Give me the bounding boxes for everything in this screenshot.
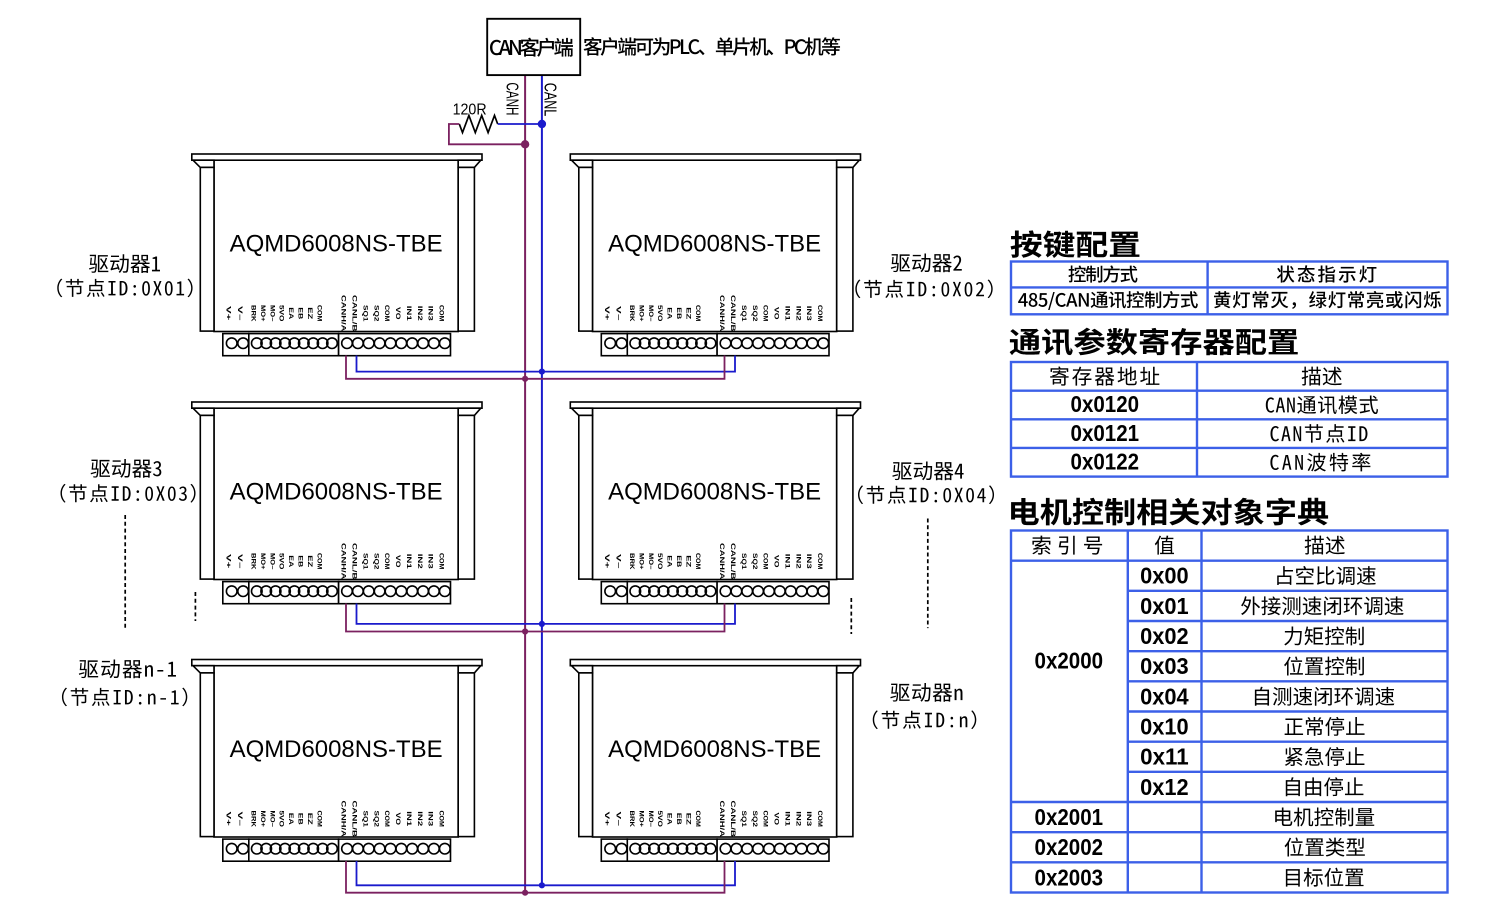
svg-text:0x2003: 0x2003 xyxy=(1035,864,1104,890)
svg-text:0x0122: 0x0122 xyxy=(1071,449,1140,475)
svg-text:0x0120: 0x0120 xyxy=(1071,391,1140,417)
svg-text:0x04: 0x04 xyxy=(1140,683,1189,709)
svg-text:120R: 120R xyxy=(453,101,487,118)
svg-text:0x03: 0x03 xyxy=(1140,653,1189,679)
svg-text:0x02: 0x02 xyxy=(1140,623,1189,649)
svg-text:0x2000: 0x2000 xyxy=(1035,648,1104,674)
svg-text:0x01: 0x01 xyxy=(1140,593,1189,619)
svg-text:0x11: 0x11 xyxy=(1140,744,1189,770)
svg-text:CANL: CANL xyxy=(540,83,560,117)
svg-text:CANH: CANH xyxy=(502,82,522,115)
svg-text:0x0121: 0x0121 xyxy=(1071,420,1140,446)
svg-text:0x00: 0x00 xyxy=(1140,563,1189,589)
svg-text:0x2001: 0x2001 xyxy=(1035,804,1104,830)
svg-text:0x12: 0x12 xyxy=(1140,774,1189,800)
svg-text:0x10: 0x10 xyxy=(1140,714,1189,740)
svg-text:0x2002: 0x2002 xyxy=(1035,834,1104,860)
